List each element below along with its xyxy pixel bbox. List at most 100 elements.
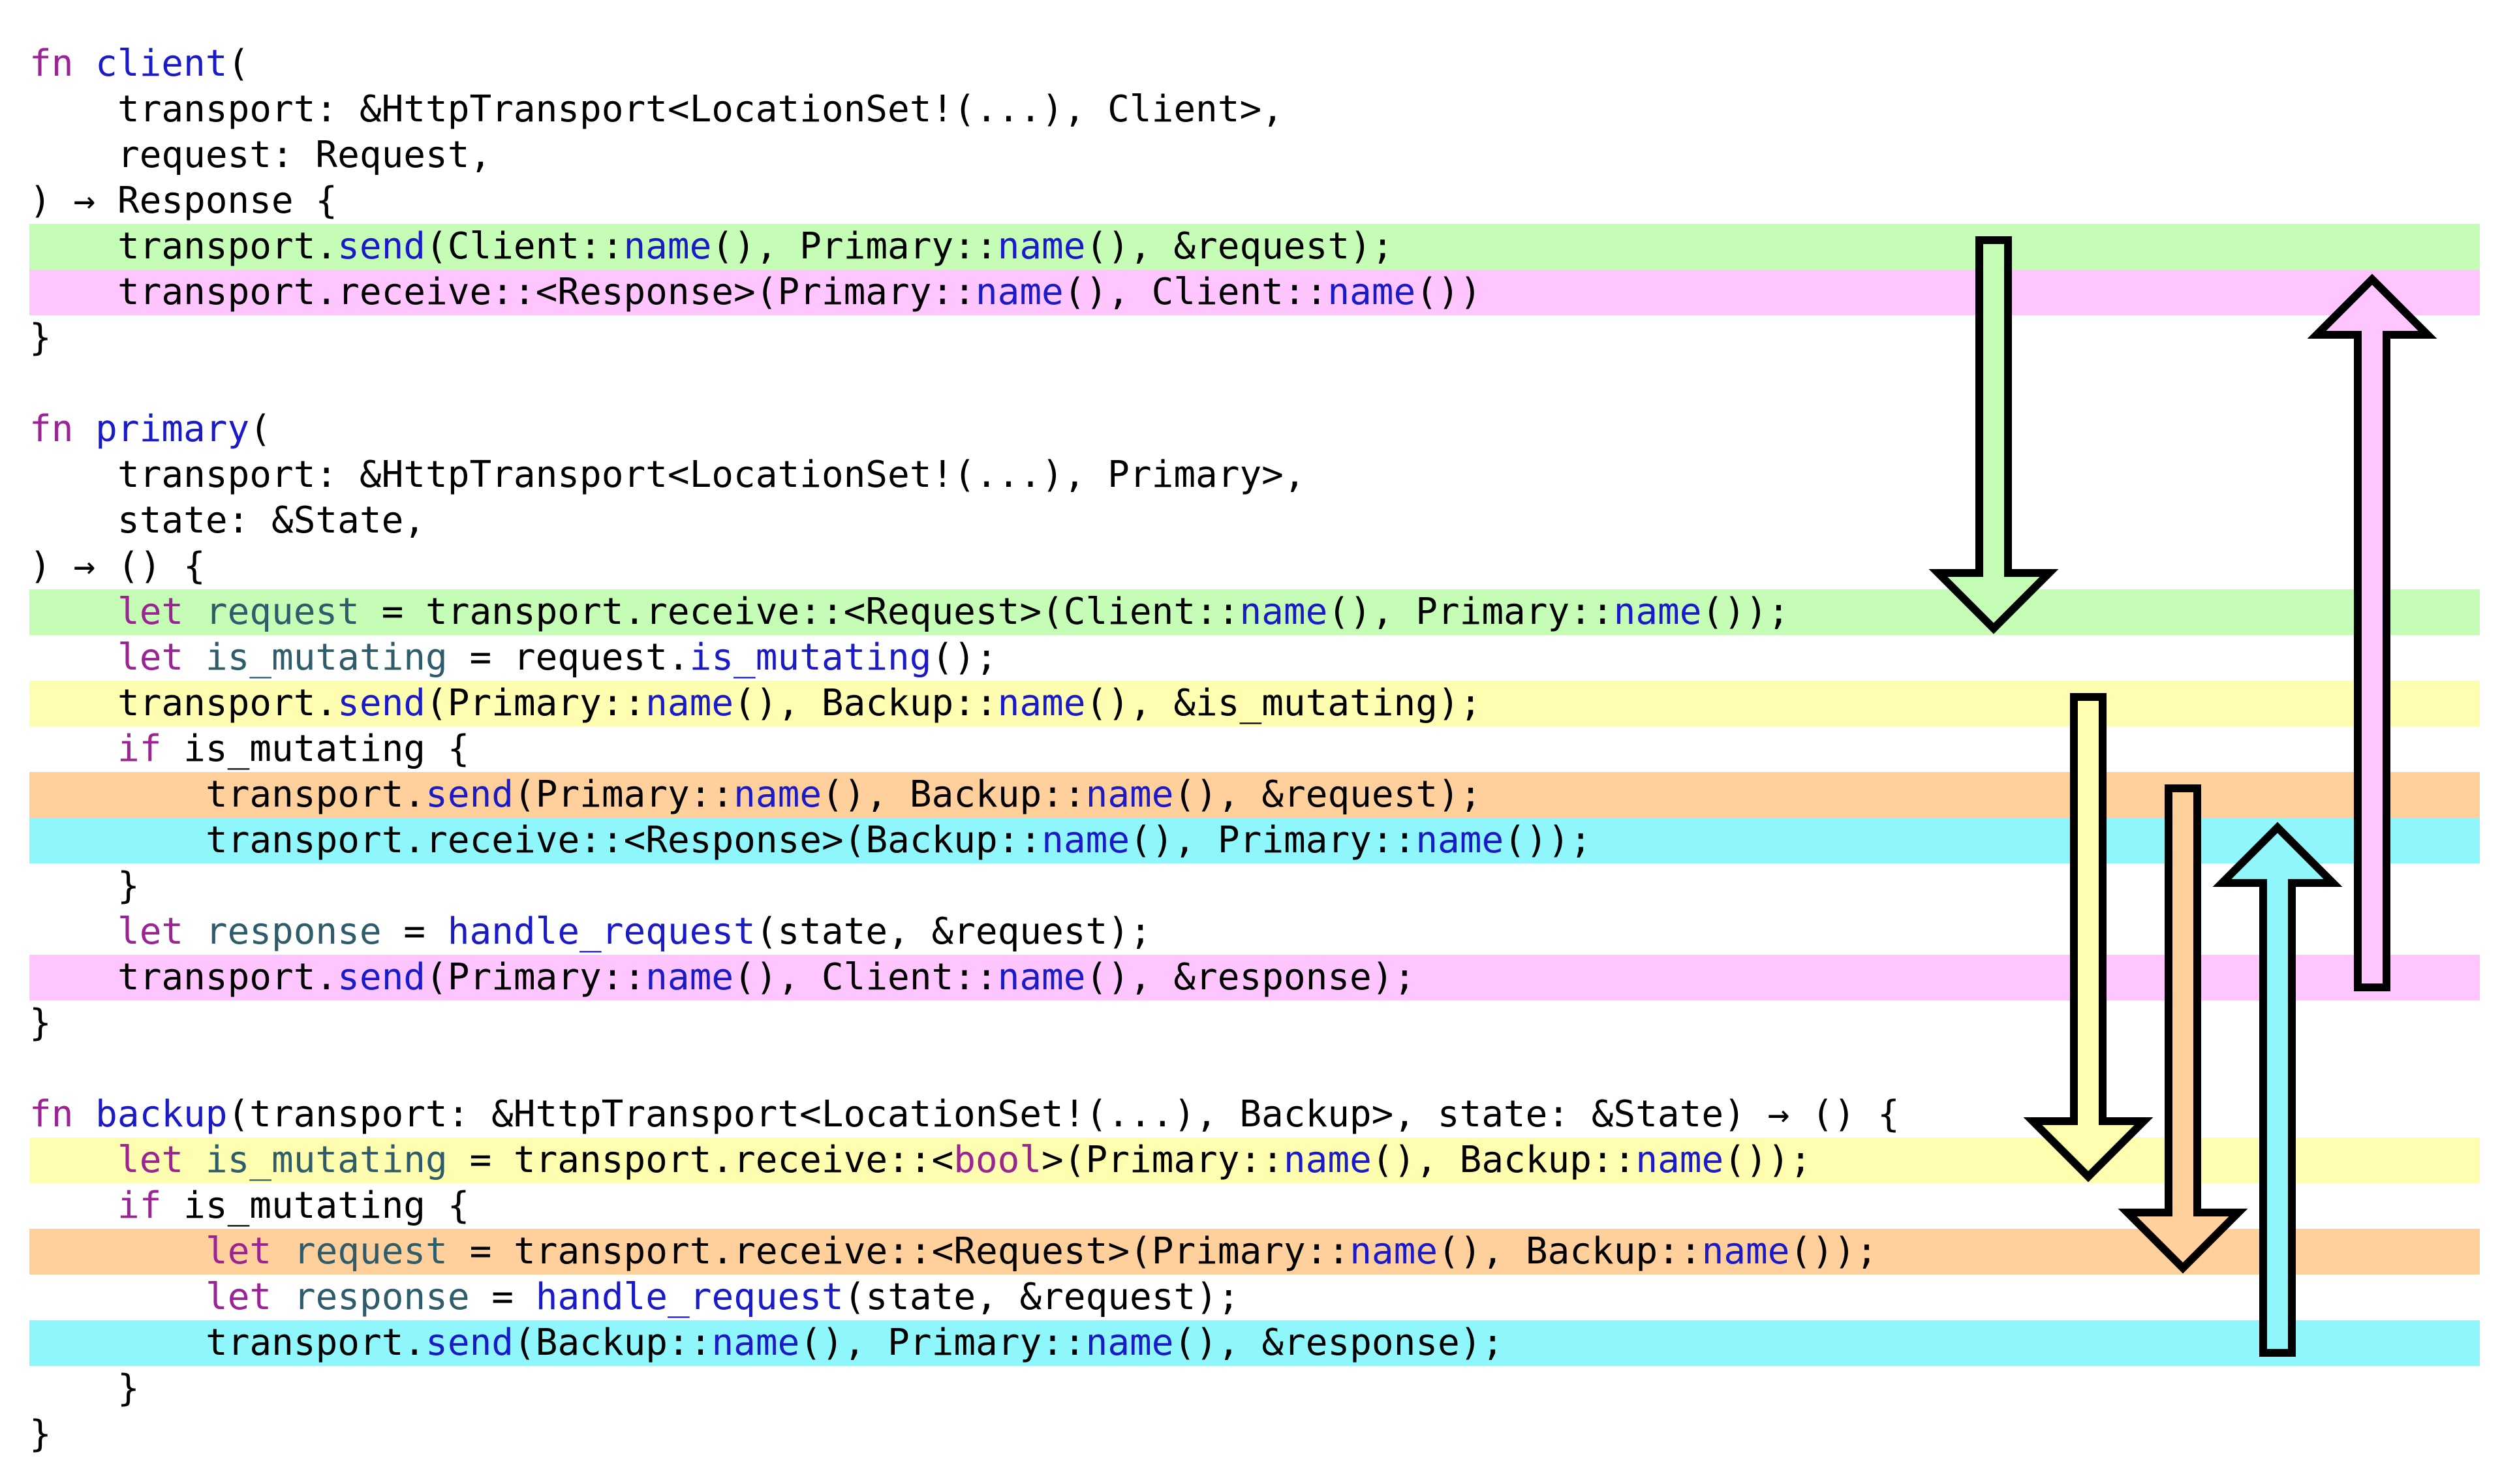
- function-token: name: [997, 956, 1086, 998]
- code-token: ());: [1789, 1230, 1878, 1273]
- function-token: name: [1239, 591, 1328, 633]
- code-line: transport: &HttpTransport<LocationSet!(.…: [29, 452, 2480, 498]
- code-line: ) → () {: [29, 544, 2480, 589]
- function-token: name: [1085, 773, 1174, 816]
- code-line: [29, 1046, 2480, 1092]
- code-token: (Backup::: [514, 1322, 712, 1364]
- function-token: send: [425, 1322, 514, 1364]
- function-token: handle_request: [535, 1276, 844, 1318]
- code-token: (), Client::: [734, 956, 998, 998]
- code-token: (), Backup::: [1371, 1139, 1636, 1181]
- code-token: (state, &request);: [843, 1276, 1240, 1318]
- code-token: is_mutating {: [183, 728, 470, 770]
- code-line: [29, 361, 2480, 407]
- function-token: backup: [95, 1093, 228, 1136]
- code-line: fn backup(transport: &HttpTransport<Loca…: [29, 1092, 2480, 1137]
- code-token: (), &is_mutating);: [1085, 682, 1482, 724]
- function-token: name: [1350, 1230, 1438, 1273]
- variable-token: is_mutating: [205, 636, 448, 679]
- code-line: fn client(: [29, 41, 2480, 87]
- code-line: if is_mutating {: [29, 726, 2480, 772]
- code-token: transport.: [117, 225, 338, 268]
- keyword-token: if: [117, 1184, 184, 1227]
- code-token: ) → () {: [29, 545, 206, 587]
- code-line: }: [29, 1366, 2480, 1412]
- code-token: = transport.receive::<Request>(Primary::: [447, 1230, 1350, 1273]
- function-token: name: [645, 956, 734, 998]
- function-token: is_mutating: [689, 636, 932, 679]
- function-token: send: [337, 225, 426, 268]
- function-token: name: [645, 682, 734, 724]
- function-token: name: [1042, 819, 1130, 861]
- code-token: (Primary::: [514, 773, 734, 816]
- code-token: (), Primary::: [1327, 591, 1614, 633]
- code-line: request: Request,: [29, 132, 2480, 178]
- function-token: name: [1283, 1139, 1372, 1181]
- code-token: (), &request);: [1173, 773, 1482, 816]
- code-token: (Primary::: [425, 956, 646, 998]
- keyword-token: let: [117, 1139, 206, 1181]
- code-token: transport.: [206, 1322, 426, 1364]
- function-token: name: [1635, 1139, 1724, 1181]
- code-token: (transport: &HttpTransport<LocationSet!(…: [227, 1093, 1900, 1136]
- function-token: name: [1415, 819, 1504, 861]
- code-token: ) → Response {: [29, 179, 338, 222]
- keyword-token: let: [117, 636, 206, 679]
- code-token: transport.: [206, 773, 426, 816]
- code-line: }: [29, 863, 2480, 909]
- variable-token: is_mutating: [205, 1139, 448, 1181]
- function-token: send: [425, 773, 514, 816]
- code-token: = request.: [447, 636, 690, 679]
- function-token: primary: [95, 408, 250, 450]
- function-token: handle_request: [447, 910, 756, 953]
- code-token: (), &response);: [1085, 956, 1416, 998]
- keyword-token: fn: [29, 42, 96, 85]
- code-token: (), Primary::: [1130, 819, 1416, 861]
- code-line-highlighted-pink: transport.send(Primary::name(), Client::…: [29, 955, 2480, 1000]
- code-line: ) → Response {: [29, 178, 2480, 224]
- keyword-token: fn: [29, 408, 96, 450]
- code-token: ());: [1701, 591, 1790, 633]
- variable-token: response: [205, 910, 382, 953]
- code-token: transport: &HttpTransport<LocationSet!(.…: [117, 454, 1306, 496]
- code-line: if is_mutating {: [29, 1183, 2480, 1229]
- variable-token: request: [205, 591, 360, 633]
- code-token: (: [249, 408, 271, 450]
- keyword-token: bool: [953, 1139, 1042, 1181]
- function-token: name: [997, 682, 1086, 724]
- code-token: (state, &request);: [755, 910, 1152, 953]
- code-token: transport.receive::<Response>(Primary::: [117, 271, 976, 313]
- code-line: }: [29, 1000, 2480, 1046]
- code-token: ();: [931, 636, 998, 679]
- code-line: state: &State,: [29, 498, 2480, 544]
- code-token: (), &request);: [1085, 225, 1394, 268]
- function-token: name: [623, 225, 712, 268]
- code-token: }: [29, 1002, 52, 1044]
- code-line: let response = handle_request(state, &re…: [29, 1275, 2480, 1320]
- code-token: }: [117, 1367, 140, 1410]
- code-token: request: Request,: [117, 134, 492, 176]
- function-token: name: [711, 1322, 800, 1364]
- code-line-highlighted-pink: transport.receive::<Response>(Primary::n…: [29, 270, 2480, 315]
- code-line: }: [29, 1412, 2480, 1457]
- code-token: (Client::: [425, 225, 624, 268]
- code-token: }: [29, 317, 52, 359]
- function-token: send: [337, 682, 426, 724]
- code-line-highlighted-cyan: transport.receive::<Response>(Backup::na…: [29, 818, 2480, 863]
- function-token: name: [997, 225, 1086, 268]
- function-token: name: [1613, 591, 1702, 633]
- code-token: ()): [1415, 271, 1482, 313]
- keyword-token: let: [117, 910, 206, 953]
- keyword-token: fn: [29, 1093, 96, 1136]
- code-token: transport.: [117, 956, 338, 998]
- code-line: let is_mutating = request.is_mutating();: [29, 635, 2480, 681]
- code-token: (), &response);: [1173, 1322, 1504, 1364]
- code-token: (), Primary::: [799, 1322, 1086, 1364]
- code-token: transport: &HttpTransport<LocationSet!(.…: [117, 88, 1284, 131]
- code-token: (Primary::: [425, 682, 646, 724]
- code-token: (: [227, 42, 250, 85]
- code-token: (), Backup::: [734, 682, 998, 724]
- function-token: client: [95, 42, 228, 85]
- code-line-highlighted-cyan: transport.send(Backup::name(), Primary::…: [29, 1320, 2480, 1366]
- code-token: is_mutating {: [183, 1184, 470, 1227]
